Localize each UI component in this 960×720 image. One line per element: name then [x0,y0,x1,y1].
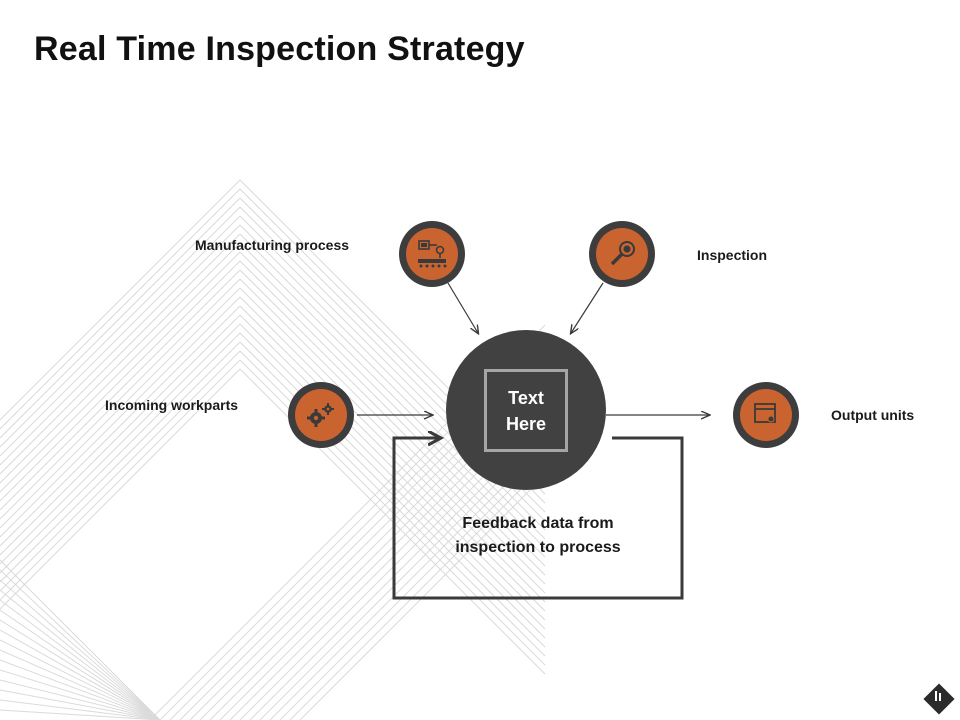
node-inspection [589,221,655,287]
feedback-loop-arrow [392,438,684,600]
label-incoming: Incoming workparts [105,397,239,413]
arrow-inspection-to-center [571,282,604,333]
page-title: Real Time Inspection Strategy [34,30,525,68]
label-output: Output units [831,407,915,423]
feedback-line2: inspection to process [455,539,621,556]
corner-logo [923,683,955,715]
browser-settings-icon [754,403,776,423]
label-manufacturing: Manufacturing process [195,237,350,253]
arrow-manufacturing-to-center [447,282,478,333]
center-text-line1: Text [508,387,544,408]
center-text-box: Text Here [484,369,568,452]
conveyor-robot-icon [418,240,447,268]
feedback-label: Feedback data from inspection to process [420,512,656,560]
magnifier-icon [610,241,635,266]
node-incoming [288,382,354,448]
label-inspection: Inspection [697,247,768,263]
center-text-line2: Here [505,413,547,434]
gears-icon [307,403,334,427]
feedback-line1: Feedback data from [462,515,614,532]
node-manufacturing [399,221,465,287]
node-output [733,382,799,448]
